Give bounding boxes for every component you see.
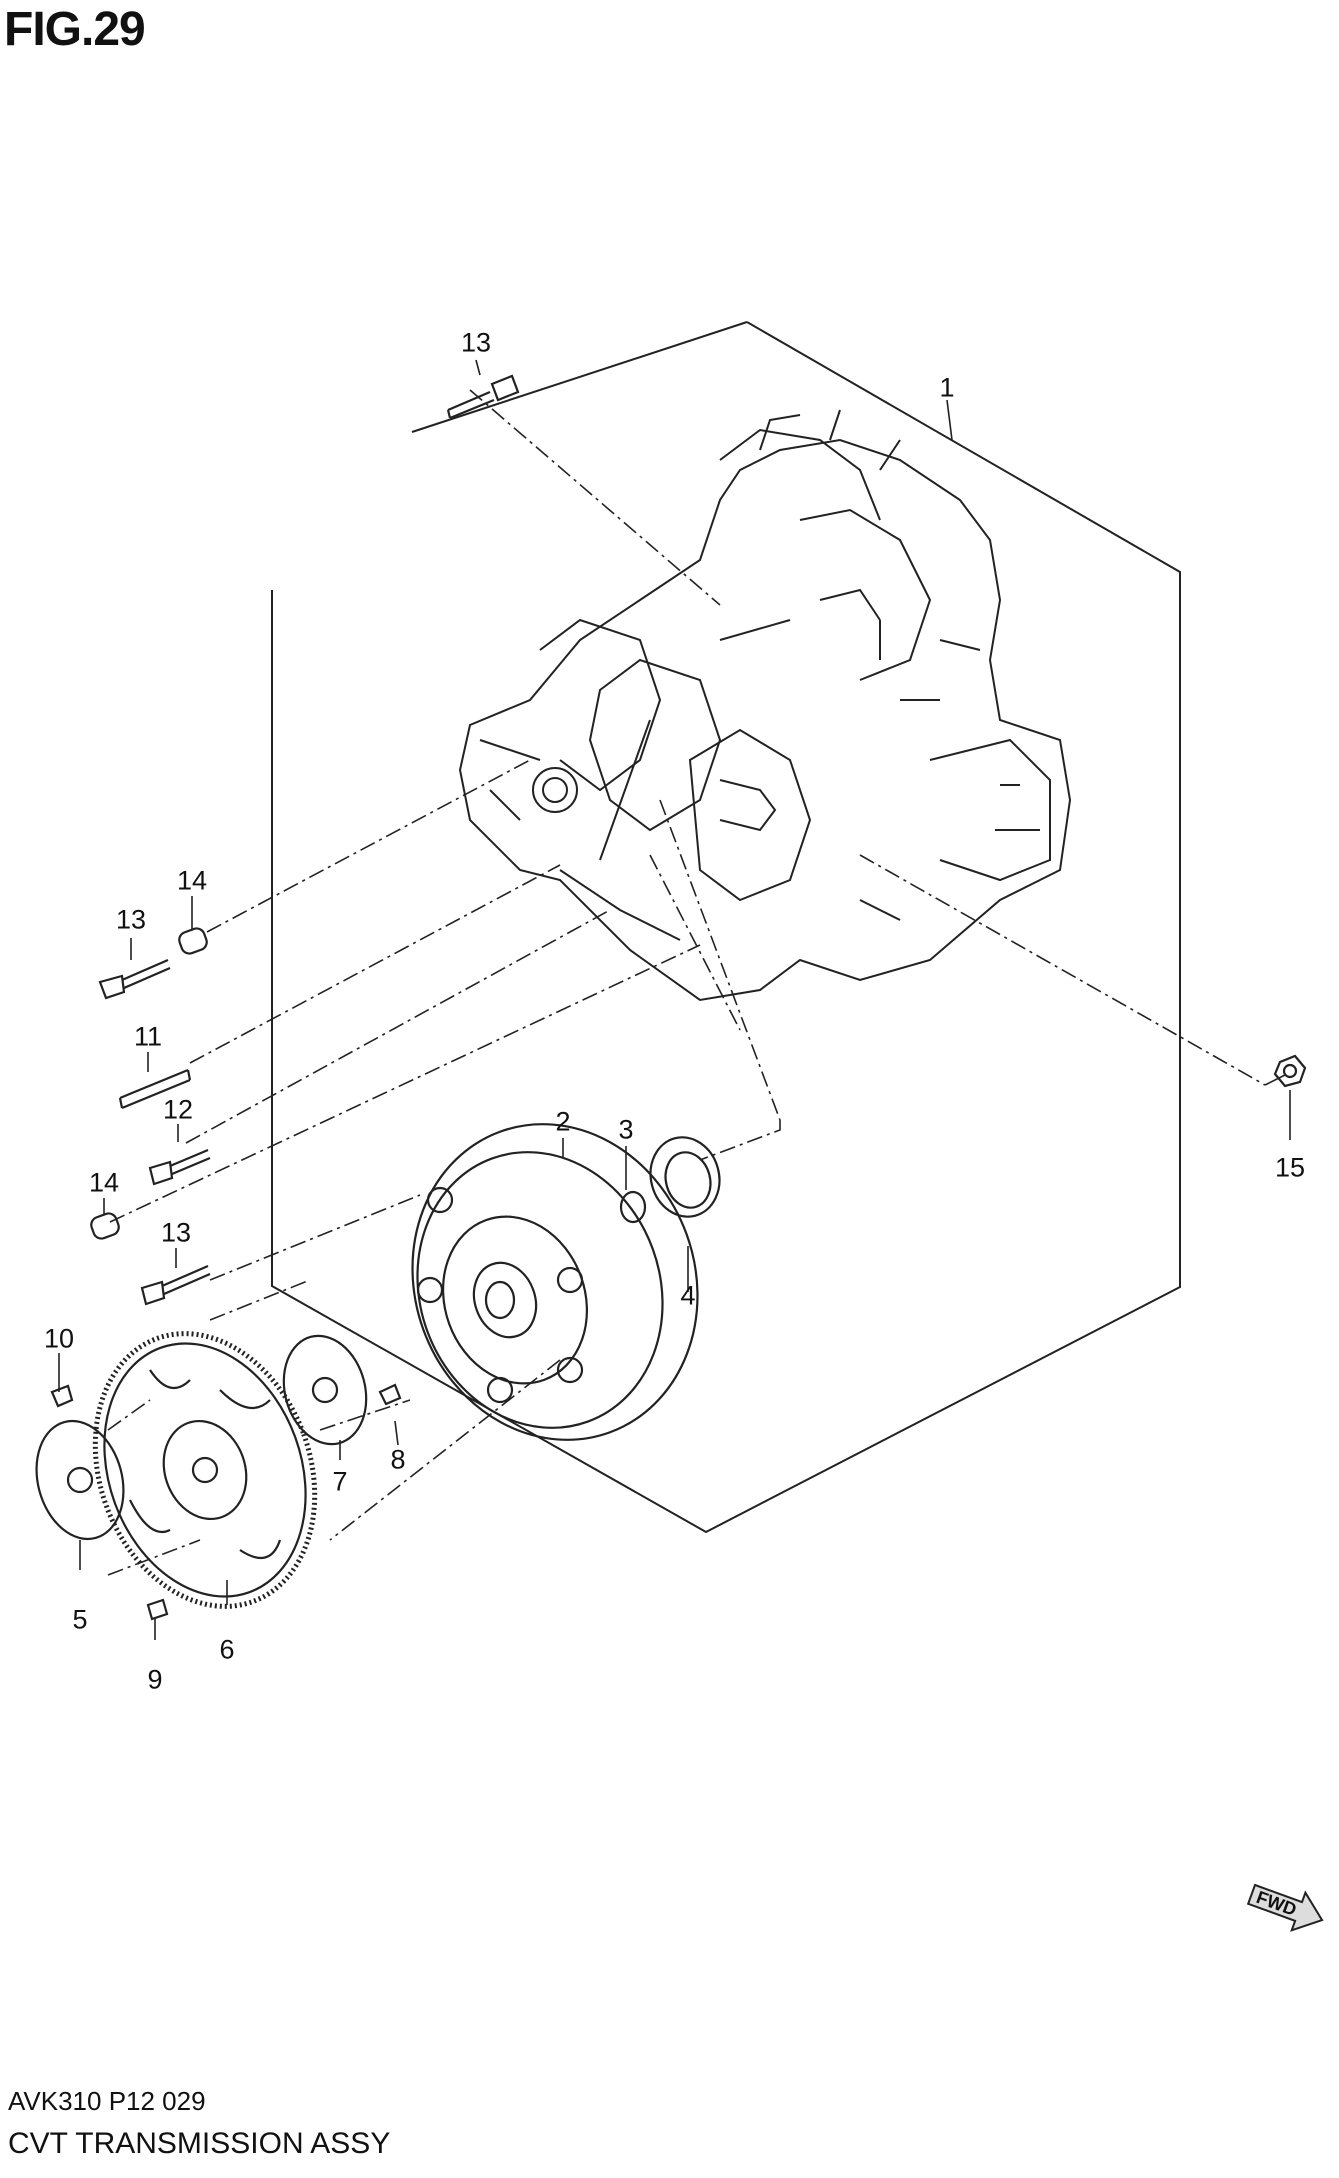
bolt-13-lower — [140, 1264, 211, 1306]
callout-part-1: 1 — [939, 372, 955, 403]
callout-part-15: 15 — [1274, 1152, 1306, 1183]
fwd-arrow-icon: FWD — [1246, 1883, 1324, 1932]
callout-part-12: 12 — [162, 1094, 194, 1125]
callout-part-14-lower: 14 — [88, 1167, 120, 1198]
o-ring — [619, 1190, 647, 1224]
bolt-10 — [50, 1384, 74, 1408]
callout-part-10: 10 — [43, 1323, 75, 1354]
callout-part-14-upper: 14 — [176, 865, 208, 896]
assembly-name: CVT TRANSMISSION ASSY — [8, 2127, 391, 2160]
bolt-12 — [148, 1148, 211, 1186]
spacer-plate-5 — [35, 1419, 125, 1541]
nut-15 — [1273, 1054, 1307, 1088]
bolt-9 — [146, 1598, 169, 1621]
bolt-8 — [378, 1383, 402, 1406]
callout-part-2: 2 — [555, 1106, 571, 1137]
torque-converter — [411, 1123, 699, 1441]
diagram-code: AVK310 P12 029 — [8, 2086, 206, 2116]
callout-part-4: 4 — [680, 1280, 696, 1311]
transmission-case — [458, 409, 1072, 1002]
oil-seal — [649, 1136, 721, 1218]
callout-leaders — [58, 359, 1291, 1640]
callout-part-8: 8 — [390, 1444, 406, 1475]
assembly-boundary-top-left — [411, 321, 748, 433]
callout-part-13-top: 13 — [460, 327, 492, 358]
callout-part-9: 9 — [147, 1664, 163, 1695]
dowel-14-upper — [178, 927, 208, 955]
callout-part-5: 5 — [72, 1604, 88, 1635]
leader-lines — [107, 389, 1266, 1541]
callout-part-13-lower: 13 — [160, 1217, 192, 1248]
bolt-13-left — [98, 958, 171, 1000]
callout-part-7: 7 — [332, 1466, 348, 1497]
stud-11 — [118, 1068, 192, 1110]
callout-part-3: 3 — [618, 1114, 634, 1145]
callout-part-13-left: 13 — [115, 904, 147, 935]
drive-plate — [92, 1331, 318, 1609]
figure-title: FIG.29 — [4, 3, 146, 56]
callout-part-6: 6 — [219, 1634, 235, 1665]
bolt-13-top — [446, 374, 520, 420]
callout-part-11: 11 — [133, 1021, 163, 1052]
dowel-14-lower — [90, 1212, 120, 1240]
assembly-boundary — [271, 321, 1181, 1534]
spacer-plate-7 — [282, 1334, 368, 1446]
